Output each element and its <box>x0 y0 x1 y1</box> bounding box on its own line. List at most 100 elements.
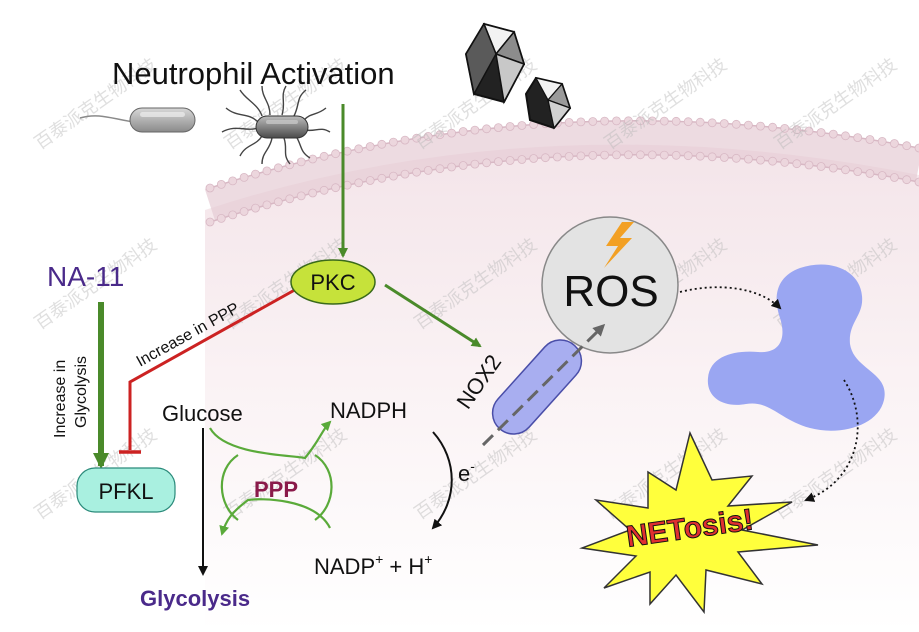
lipid-head <box>564 151 574 161</box>
lipid-head <box>914 177 919 187</box>
flagellated-bacterium-icon <box>221 85 331 165</box>
lipid-head <box>331 183 341 193</box>
ppp-inhibition-line <box>128 285 301 450</box>
lipid-head <box>470 159 480 169</box>
lipid-head <box>636 116 645 126</box>
lightning-icon <box>604 222 634 268</box>
lipid-head <box>262 166 272 176</box>
lipid-head <box>612 116 621 126</box>
lipid-head <box>447 128 457 138</box>
lipid-head <box>865 169 875 178</box>
ppp-cycle-right <box>314 454 333 521</box>
lipid-head <box>308 188 318 198</box>
lipid-head <box>624 150 633 160</box>
pfkl-node: PFKL <box>76 467 176 513</box>
lipid-head <box>377 173 387 183</box>
lipid-head <box>719 153 729 162</box>
lipid-head <box>865 135 875 144</box>
cell-membrane <box>204 120 919 222</box>
lipid-head <box>493 157 503 167</box>
increase-glycolysis-label-1: Increase in <box>52 360 69 438</box>
lipid-head <box>780 123 790 133</box>
lipid-head <box>756 121 765 131</box>
lipid-head <box>517 155 527 164</box>
lipid-head <box>624 116 633 126</box>
increase-glycolysis-label-2: Glycolysis <box>73 356 90 428</box>
lipid-head <box>564 118 574 127</box>
lipid-head <box>354 144 364 154</box>
lipid-head <box>804 126 814 136</box>
pfkl-label: PFKL <box>98 479 153 504</box>
lipid-head <box>319 185 329 195</box>
lipid-head <box>600 116 609 126</box>
lipid-head <box>388 137 398 147</box>
lipid-head <box>804 160 814 170</box>
lipid-head <box>671 116 681 126</box>
lipid-head <box>853 133 863 143</box>
lipid-head <box>354 178 364 188</box>
lipid-head <box>482 158 492 168</box>
lipid-head <box>792 125 802 135</box>
lipid-head <box>388 171 398 181</box>
lipid-head <box>377 139 387 149</box>
nadph-label: NADPH <box>330 398 407 423</box>
netosis-burst: NETosis! <box>579 430 819 615</box>
lipid-head <box>890 173 899 182</box>
ros-to-protein-arrow <box>679 286 782 310</box>
lipid-head <box>902 141 912 151</box>
lipid-head <box>588 117 598 126</box>
glucose-label: Glucose <box>162 401 243 426</box>
lipid-head <box>877 136 887 146</box>
lipid-head <box>205 217 215 227</box>
lipid-head <box>216 213 226 223</box>
lipid-head <box>423 131 433 141</box>
ppp-cycle-left <box>220 454 239 521</box>
lipid-head <box>707 152 717 162</box>
lipid-head <box>273 197 283 207</box>
lipid-head <box>576 151 586 161</box>
ppp-arrow-top <box>209 420 332 460</box>
lipid-head <box>636 150 645 160</box>
lipid-head <box>400 169 410 179</box>
lipid-head <box>228 176 238 186</box>
lipid-head <box>205 183 215 193</box>
lipid-head <box>239 207 249 216</box>
lipid-head <box>588 150 598 160</box>
lipid-head <box>731 153 741 163</box>
lipid-head <box>600 150 609 160</box>
lipid-head <box>435 130 445 140</box>
lipid-head <box>695 117 705 127</box>
lipid-head <box>296 191 306 201</box>
lipid-head <box>744 120 753 130</box>
lipid-head <box>296 157 306 167</box>
lipid-head <box>365 142 375 151</box>
lipid-head <box>902 175 912 185</box>
lipid-head <box>828 163 838 173</box>
protein-to-netosis-arrow <box>804 379 859 502</box>
lipid-head <box>647 116 657 126</box>
lipid-head <box>273 163 283 173</box>
lipid-head <box>647 150 657 160</box>
lipid-head <box>659 116 669 126</box>
title: Neutrophil Activation <box>112 56 395 91</box>
nadp-label: NADP+ + H+ <box>314 551 432 579</box>
lipid-head <box>914 143 919 153</box>
bacterium-icon <box>79 107 196 133</box>
lipid-head <box>470 125 480 135</box>
lipid-head <box>853 167 863 177</box>
lipid-head <box>308 154 318 164</box>
pkc-to-nox2-arrow <box>384 283 482 348</box>
lipid-head <box>841 131 850 141</box>
lipid-head <box>482 124 492 134</box>
lipid-head <box>828 129 838 139</box>
lipid-head <box>493 123 503 132</box>
lipid-head <box>816 162 826 171</box>
glycolysis-label: Glycolysis <box>140 586 250 611</box>
protein-blob-icon <box>707 264 885 431</box>
lipid-head <box>756 155 765 165</box>
lipid-head <box>816 128 826 137</box>
lipid-head <box>890 139 899 148</box>
lipid-head <box>458 161 468 170</box>
ppp-label: PPP <box>254 477 298 502</box>
